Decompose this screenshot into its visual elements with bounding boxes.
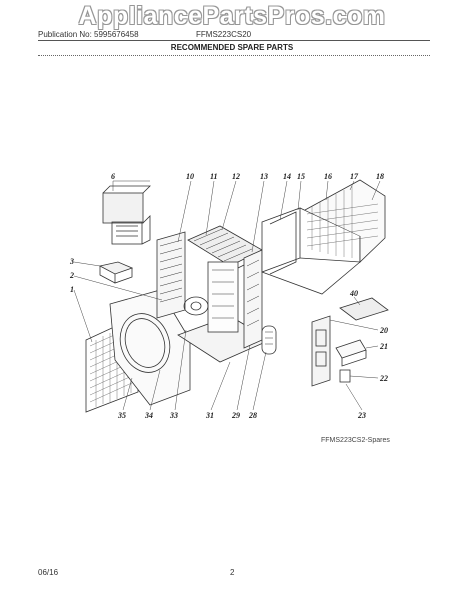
callout-18: 18 <box>376 172 384 181</box>
callout-31: 31 <box>205 411 214 420</box>
callout-15: 15 <box>297 172 305 181</box>
model-number: FFMS223CS20 <box>196 30 252 39</box>
callout-20: 20 <box>379 326 388 335</box>
callout-28: 28 <box>248 411 257 420</box>
chassis-drawing <box>177 249 277 363</box>
callout-12: 12 <box>232 172 240 181</box>
page-title: RECOMMENDED SPARE PARTS <box>170 43 294 52</box>
callout-6: 6 <box>111 172 115 181</box>
watermark: AppliancePartsPros.com <box>78 2 386 30</box>
callout-29: 29 <box>231 411 240 420</box>
callout-10: 10 <box>186 172 194 181</box>
callout-13: 13 <box>260 172 268 181</box>
title-rule <box>38 55 430 56</box>
part-10-drawing <box>156 231 186 319</box>
part-40-drawing <box>339 297 389 321</box>
publication-number: Publication No: 5995676458 <box>38 30 139 39</box>
callout-35: 35 <box>117 411 126 420</box>
control-box-drawing <box>311 315 367 387</box>
diagram-caption: FFMS223CS2-Spares <box>321 437 390 444</box>
rear-cabinet-drawing <box>261 179 386 295</box>
callout-2: 2 <box>69 271 74 280</box>
footer-date: 06/16 <box>38 568 59 577</box>
callout-33: 33 <box>169 411 178 420</box>
part-6-drawing <box>102 185 151 245</box>
callout-16: 16 <box>324 172 332 181</box>
callout-21: 21 <box>379 342 388 351</box>
callout-23: 23 <box>357 411 366 420</box>
callout-22: 22 <box>379 374 388 383</box>
callout-34: 34 <box>144 411 153 420</box>
front-panel-drawing <box>109 289 191 406</box>
callout-11: 11 <box>210 172 218 181</box>
callout-40: 40 <box>349 289 358 298</box>
callout-17: 17 <box>350 172 359 181</box>
part-3-drawing <box>98 261 134 284</box>
header-rule <box>38 40 430 41</box>
callout-14: 14 <box>283 172 291 181</box>
page-number: 2 <box>230 568 235 577</box>
callout-1: 1 <box>70 285 74 294</box>
callout-3: 3 <box>69 257 74 266</box>
